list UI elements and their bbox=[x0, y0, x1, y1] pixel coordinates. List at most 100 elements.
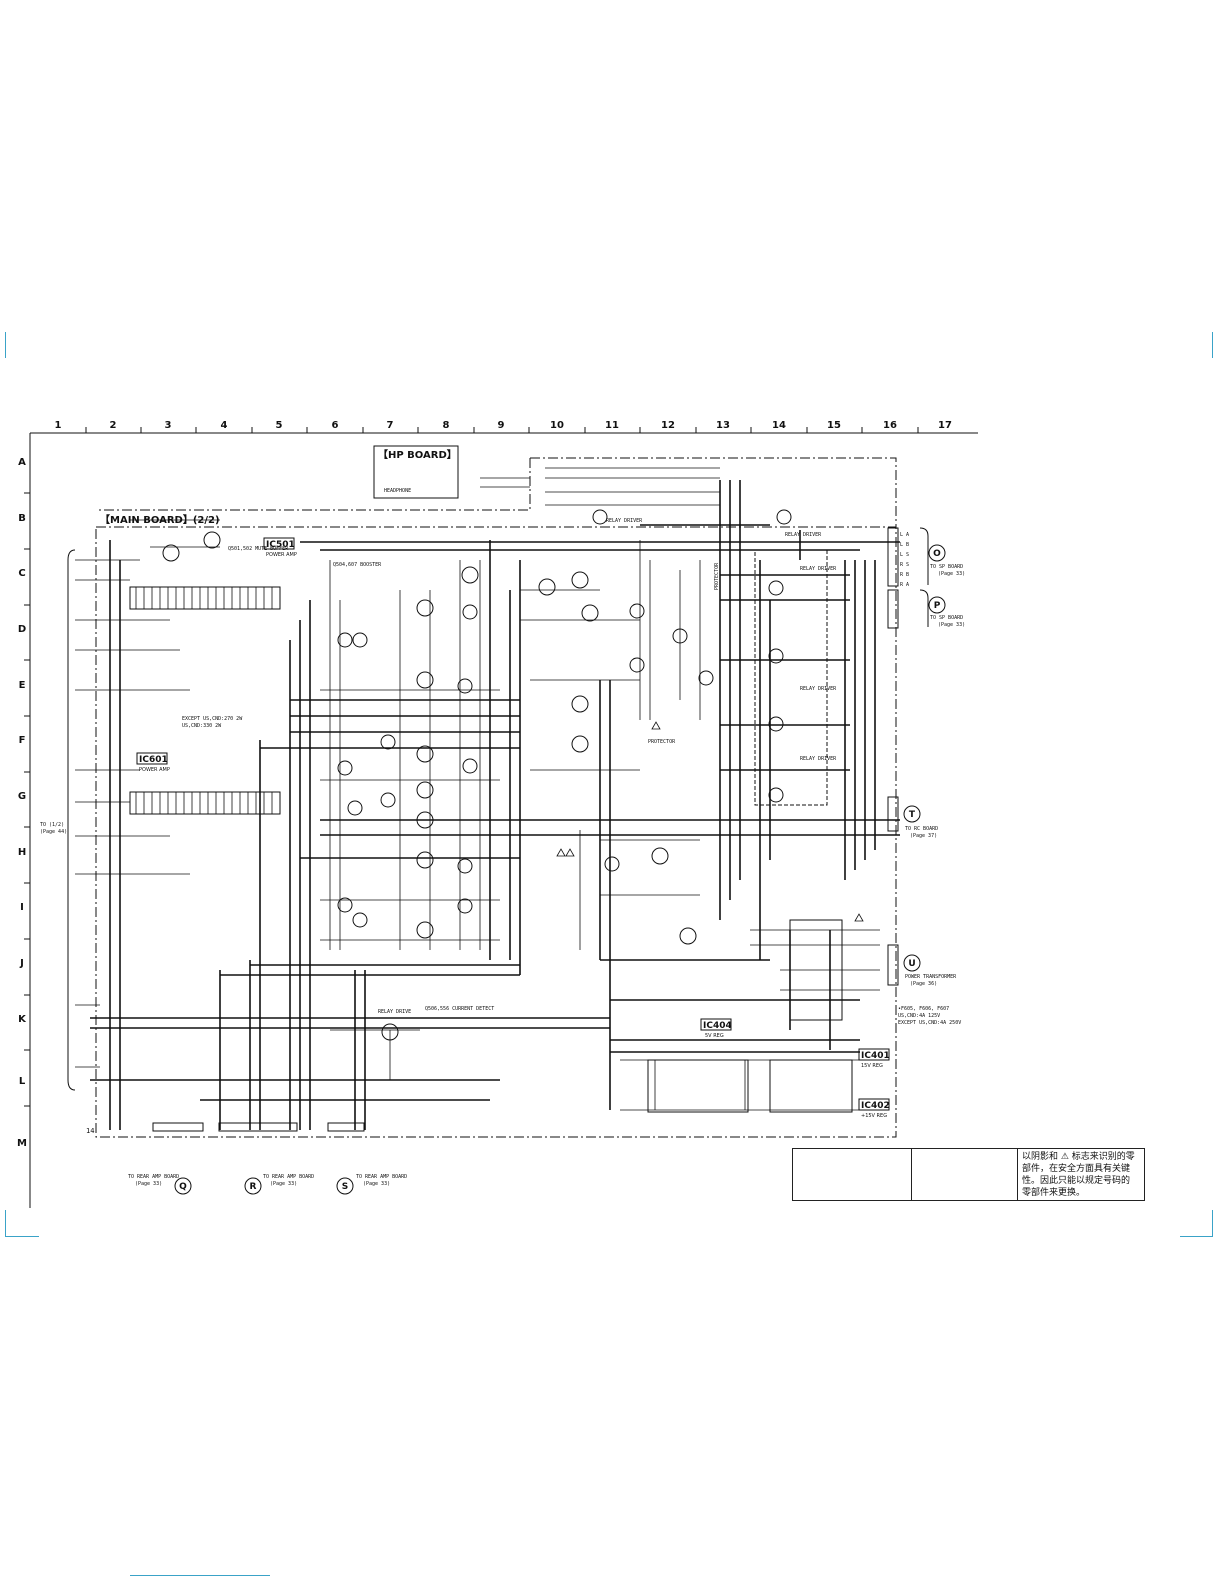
connector-p-text: TO SP BOARD bbox=[930, 615, 963, 621]
relay-driver-label-2: RELAY DRIVER bbox=[800, 566, 837, 572]
relay-driver-label-1: RELAY DRIVER bbox=[785, 532, 822, 538]
fuse-note: •F605, F606, F607 US,CND:4A 125V EXCEPT … bbox=[898, 1006, 962, 1026]
connector-u-page: (Page 36) bbox=[910, 981, 937, 987]
hp-board-title: 【HP BOARD】 bbox=[378, 448, 457, 461]
crop-mark-right-bottom-v bbox=[1212, 1210, 1213, 1236]
warning-triangles bbox=[556, 721, 864, 922]
ic404-label: IC404 bbox=[703, 1021, 732, 1031]
svg-text:9: 9 bbox=[498, 420, 505, 431]
svg-text:3: 3 bbox=[165, 420, 172, 431]
connector-p-id: P bbox=[934, 601, 941, 611]
relay-driver-block bbox=[754, 549, 828, 806]
connector-r-id: R bbox=[250, 1182, 257, 1192]
ic601-label: IC601 bbox=[139, 755, 168, 765]
connector-q-page: (Page 33) bbox=[135, 1181, 162, 1187]
connector-s-text: TO REAR AMP BOARD bbox=[356, 1174, 407, 1180]
svg-text:L B: L B bbox=[900, 542, 909, 548]
connector-r bbox=[244, 1177, 262, 1195]
connector-s bbox=[336, 1177, 354, 1195]
crop-mark-right-top bbox=[1212, 332, 1213, 358]
current-detect-label: Q506,556 CURRENT DETECT bbox=[425, 1006, 494, 1012]
svg-text:L A: L A bbox=[900, 532, 909, 538]
except-note: EXCEPT US,CND:270 2W US,CND:330 2W bbox=[182, 716, 243, 729]
headphone-label: HEADPHONE bbox=[384, 488, 411, 494]
left-bracket bbox=[67, 549, 76, 1091]
connector-u bbox=[903, 954, 921, 972]
left-ref-page: (Page 44) bbox=[40, 829, 67, 835]
ic601-body bbox=[129, 791, 281, 815]
footer-line bbox=[130, 1575, 270, 1576]
relay-driver-label-4: RELAY DRIVER bbox=[800, 686, 837, 692]
svg-text:R S: R S bbox=[900, 562, 909, 568]
connector-o bbox=[928, 544, 946, 562]
speaker-labels: L A L B L S R S R B R A bbox=[900, 532, 909, 588]
crop-mark-left-bottom-v bbox=[5, 1210, 6, 1236]
crop-mark-left-top bbox=[5, 332, 6, 358]
svg-text:C: C bbox=[18, 568, 25, 579]
svg-text:7: 7 bbox=[387, 420, 394, 431]
transistors bbox=[162, 509, 792, 1041]
svg-text:5: 5 bbox=[276, 420, 283, 431]
connector-o-id: O bbox=[933, 549, 941, 559]
safety-note-table: 以阴影和 ⚠ 标志来识别的零 部件，在安全方面具有关键 性。因此只能以规定号码的… bbox=[792, 1148, 1145, 1201]
svg-text:I: I bbox=[20, 902, 24, 913]
connector-o-text: TO SP BOARD bbox=[930, 564, 963, 570]
crop-mark-right-bottom-h bbox=[1180, 1236, 1213, 1237]
ic501-desc: POWER AMP bbox=[266, 552, 297, 558]
svg-text:10: 10 bbox=[550, 420, 564, 431]
bottom-ref: 14 bbox=[86, 1127, 94, 1135]
svg-text:L S: L S bbox=[900, 552, 909, 558]
bottom-connector-pins bbox=[152, 1122, 365, 1132]
protector-label-2: PROTECTOR bbox=[714, 562, 720, 590]
svg-text:11: 11 bbox=[605, 420, 619, 431]
connector-o-page: (Page 33) bbox=[938, 571, 965, 577]
connector-p-page: (Page 33) bbox=[938, 622, 965, 628]
note-cell-empty-2 bbox=[912, 1149, 1018, 1200]
svg-text:R B: R B bbox=[900, 572, 909, 578]
svg-text:J: J bbox=[19, 958, 24, 969]
connector-s-id: S bbox=[342, 1182, 348, 1192]
svg-text:B: B bbox=[18, 513, 26, 524]
svg-text:4: 4 bbox=[221, 420, 228, 431]
svg-text:12: 12 bbox=[661, 420, 675, 431]
note-cell-empty-1 bbox=[793, 1149, 912, 1200]
svg-text:16: 16 bbox=[883, 420, 897, 431]
connector-t-id: T bbox=[909, 810, 916, 820]
svg-text:2: 2 bbox=[110, 420, 117, 431]
relay-driver-label-3: RELAY DRIVER bbox=[606, 518, 643, 524]
safety-note-text: 以阴影和 ⚠ 标志来识别的零 部件，在安全方面具有关键 性。因此只能以规定号码的… bbox=[1022, 1152, 1135, 1198]
ic501-body bbox=[129, 586, 281, 610]
svg-text:15: 15 bbox=[827, 420, 841, 431]
connector-t-text: TO RC BOARD bbox=[905, 826, 938, 832]
crop-mark-left-bottom-h bbox=[5, 1236, 39, 1237]
svg-text:L: L bbox=[19, 1076, 26, 1087]
booster-label: Q504,607 BOOSTER bbox=[333, 562, 382, 568]
svg-text:E: E bbox=[19, 680, 26, 691]
connector-t bbox=[903, 805, 921, 823]
mute-buffer-label: Q501,502 MUTE BUFFER bbox=[228, 546, 289, 552]
connector-s-page: (Page 33) bbox=[363, 1181, 390, 1187]
connector-t-page: (Page 37) bbox=[910, 833, 937, 839]
svg-text:13: 13 bbox=[716, 420, 730, 431]
ic404-desc: 5V REG bbox=[705, 1033, 724, 1039]
svg-text:M: M bbox=[17, 1138, 27, 1149]
connector-q bbox=[174, 1177, 192, 1195]
svg-text:17: 17 bbox=[938, 420, 952, 431]
svg-text:F: F bbox=[19, 735, 26, 746]
svg-text:K: K bbox=[18, 1014, 27, 1025]
main-board-title: 【MAIN BOARD】(2/2) bbox=[100, 513, 220, 526]
ic402-label: IC402 bbox=[861, 1101, 890, 1111]
protector-label-1: PROTECTOR bbox=[648, 739, 676, 745]
svg-text:A: A bbox=[18, 457, 26, 468]
connector-r-text: TO REAR AMP BOARD bbox=[263, 1174, 314, 1180]
ic402-desc: +15V REG bbox=[861, 1113, 887, 1119]
ic401-desc: 15V REG bbox=[861, 1063, 883, 1069]
hp-board-outline bbox=[373, 445, 459, 499]
connector-r-page: (Page 33) bbox=[270, 1181, 297, 1187]
relay-driver-label-5: RELAY DRIVER bbox=[800, 756, 837, 762]
left-ref-text: TO (1/2) bbox=[40, 822, 64, 828]
svg-text:D: D bbox=[18, 624, 26, 635]
row-labels: AB CD EF GH IJ KL M bbox=[17, 457, 27, 1149]
